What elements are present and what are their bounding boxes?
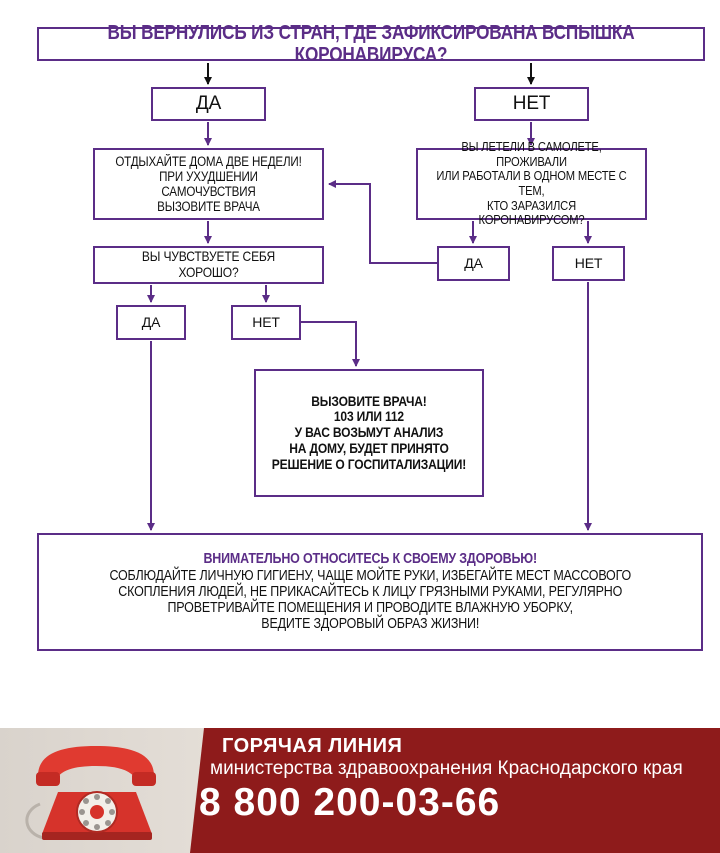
answer-no-returned-label: НЕТ <box>512 93 551 115</box>
health-headline: ВНИМАТЕЛЬНО ОТНОСИТЕСЬ К СВОЕМУ ЗДОРОВЬЮ… <box>203 551 537 568</box>
rest-at-home-box: ОТДЫХАЙТЕ ДОМА ДВЕ НЕДЕЛИ! ПРИ УХУДШЕНИИ… <box>93 148 324 220</box>
answer-yes-contact-label: ДА <box>464 254 483 271</box>
feel-well-question-box: ВЫ ЧУВСТВУЕТЕ СЕБЯ ХОРОШО? <box>93 246 324 284</box>
contact-question-line: ИЛИ РАБОТАЛИ В ОДНОМ МЕСТЕ С ТЕМ, <box>436 168 627 198</box>
answer-no-contact-label: НЕТ <box>574 254 603 271</box>
feel-well-question: ВЫ ЧУВСТВУЕТЕ СЕБЯ ХОРОШО? <box>141 248 276 280</box>
answer-no-feel: НЕТ <box>231 305 301 340</box>
rotary-phone-icon <box>25 746 156 840</box>
answer-yes-returned-label: ДА <box>195 93 222 115</box>
ministry-name: министерства здравоохранения Краснодарск… <box>210 758 683 779</box>
call-doctor-line: НА ДОМУ, БУДЕТ ПРИНЯТО <box>289 439 449 456</box>
answer-yes-feel: ДА <box>116 305 186 340</box>
answer-no-contact: НЕТ <box>552 246 625 281</box>
health-line: ПРОВЕТРИВАЙТЕ ПОМЕЩЕНИЯ И ПРОВОДИТЕ ВЛАЖ… <box>167 600 573 617</box>
rest-line: ПРИ УХУДШЕНИИ САМОЧУВСТВИЯ <box>159 168 258 199</box>
call-doctor-line: РЕШЕНИЕ О ГОСПИТАЛИЗАЦИИ! <box>271 455 467 472</box>
banner-red-panel <box>190 728 720 853</box>
connector-feel-no-to-call <box>301 321 360 367</box>
call-doctor-line: ВЫЗОВИТЕ ВРАЧА! <box>311 392 427 409</box>
hotline-phone-number[interactable]: 8 800 200-03-66 <box>199 781 501 824</box>
flow-connectors <box>147 63 592 531</box>
rest-line: ОТДЫХАЙТЕ ДОМА ДВЕ НЕДЕЛИ! <box>115 153 302 169</box>
rest-line: ВЫЗОВИТЕ ВРАЧА <box>157 199 260 215</box>
connector-contact-yes-to-rest <box>328 180 437 264</box>
answer-yes-returned: ДА <box>151 87 266 121</box>
contact-question-line: КТО ЗАРАЗИЛСЯ КОРОНАВИРУСОМ? <box>478 197 585 228</box>
health-line: СКОПЛЕНИЯ ЛЮДЕЙ, НЕ ПРИКАСАЙТЕСЬ К ЛИЦУ … <box>118 583 622 600</box>
hotline-banner: ГОРЯЧАЯ ЛИНИЯ министерства здравоохранен… <box>0 728 720 853</box>
title-question-box: ВЫ ВЕРНУЛИСЬ ИЗ СТРАН, ГДЕ ЗАФИКСИРОВАНА… <box>37 22 705 66</box>
contact-question-line: ВЫ ЛЕТЕЛИ В САМОЛЕТЕ, ПРОЖИВАЛИ <box>461 139 602 169</box>
title-question: ВЫ ВЕРНУЛИСЬ ИЗ СТРАН, ГДЕ ЗАФИКСИРОВАНА… <box>107 21 635 66</box>
hotline-title: ГОРЯЧАЯ ЛИНИЯ <box>222 735 403 757</box>
answer-no-feel-label: НЕТ <box>252 313 280 330</box>
health-line: СОБЛЮДАЙТЕ ЛИЧНУЮ ГИГИЕНУ, ЧАЩЕ МОЙТЕ РУ… <box>109 567 631 584</box>
answer-yes-feel-label: ДА <box>141 313 161 330</box>
contact-question-box: ВЫ ЛЕТЕЛИ В САМОЛЕТЕ, ПРОЖИВАЛИ ИЛИ РАБО… <box>416 140 647 227</box>
health-line: ВЕДИТЕ ЗДОРОВЫЙ ОБРАЗ ЖИЗНИ! <box>261 616 479 633</box>
answer-no-returned: НЕТ <box>474 87 589 121</box>
call-doctor-line: 103 ИЛИ 112 <box>333 408 405 425</box>
call-doctor-line: У ВАС ВОЗЬМУТ АНАЛИЗ <box>294 424 444 441</box>
health-advice-box: ВНИМАТЕЛЬНО ОТНОСИТЕСЬ К СВОЕМУ ЗДОРОВЬЮ… <box>37 533 703 651</box>
call-doctor-box: ВЫЗОВИТЕ ВРАЧА! 103 ИЛИ 112 У ВАС ВОЗЬМУ… <box>254 369 484 497</box>
answer-yes-contact: ДА <box>437 246 510 281</box>
